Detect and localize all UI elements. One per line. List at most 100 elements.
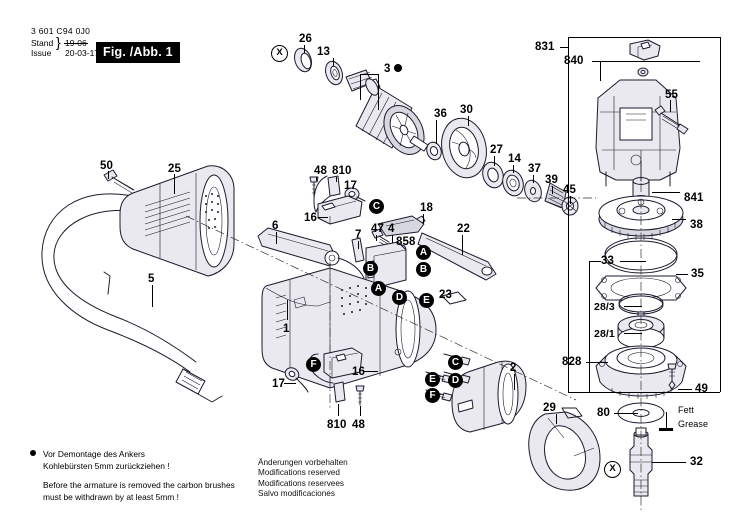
callout-28-1[interactable]: 28/1: [594, 328, 615, 340]
callout-48[interactable]: 48: [352, 419, 365, 431]
marker-c[interactable]: C: [448, 355, 463, 370]
bracket-831-h: [560, 47, 568, 48]
bracket-33-stub: [589, 261, 601, 262]
leader-13: [333, 58, 334, 66]
part-840-head-housing: [595, 79, 681, 187]
grease-bar: [659, 428, 673, 431]
leader-48b: [360, 406, 361, 416]
callout-3[interactable]: 3: [384, 63, 391, 75]
leader-80: [614, 413, 638, 414]
leader-48a: [316, 177, 317, 181]
marker-e[interactable]: E: [419, 293, 434, 308]
callout-810[interactable]: 810: [332, 165, 352, 177]
leader-281: [624, 333, 642, 334]
callout-25[interactable]: 25: [168, 163, 181, 175]
callout-28-3[interactable]: 28/3: [594, 301, 615, 313]
callout-38[interactable]: 38: [690, 219, 703, 231]
callout-858[interactable]: 858: [396, 236, 416, 248]
callout-1[interactable]: 1: [283, 323, 290, 335]
leader-36: [436, 120, 437, 144]
callout-17[interactable]: 17: [272, 378, 285, 390]
marker-f[interactable]: F: [425, 388, 440, 403]
bullet-icon: [30, 450, 36, 456]
leader-39: [552, 186, 553, 194]
marker-a[interactable]: A: [371, 281, 386, 296]
callout-840[interactable]: 840: [564, 55, 584, 67]
callout-4[interactable]: 4: [388, 223, 395, 235]
marker-a[interactable]: A: [416, 245, 431, 260]
callout-39[interactable]: 39: [545, 174, 558, 186]
callout-13[interactable]: 13: [317, 46, 330, 58]
callout-18[interactable]: 18: [420, 202, 433, 214]
marker-e[interactable]: E: [425, 372, 440, 387]
callout-45[interactable]: 45: [563, 184, 576, 196]
leader-29: [556, 414, 557, 424]
callout-29[interactable]: 29: [543, 402, 556, 414]
leader-37: [533, 175, 534, 183]
marker-b[interactable]: B: [416, 262, 431, 277]
leader-7: [358, 241, 359, 249]
callout-35[interactable]: 35: [691, 268, 704, 280]
leader-49: [678, 389, 692, 390]
callout-33[interactable]: 33: [601, 255, 614, 267]
marker-d[interactable]: D: [448, 373, 463, 388]
marker-b[interactable]: B: [363, 261, 378, 276]
callout-47[interactable]: 47: [371, 223, 384, 235]
leader-50: [108, 171, 109, 179]
part-17b-clip: [284, 367, 309, 393]
part-16b-brush-holder: [323, 347, 363, 379]
callout-841[interactable]: 841: [684, 192, 704, 204]
header-row-value: 20-03-17: [65, 48, 100, 58]
part-22-lever-rod: [417, 232, 497, 281]
leader-3h: [360, 74, 378, 75]
callout-30[interactable]: 30: [460, 104, 473, 116]
leader-5: [152, 285, 153, 307]
callout-32[interactable]: 32: [690, 456, 703, 468]
callout-23[interactable]: 23: [439, 289, 452, 301]
callout-14[interactable]: 14: [508, 153, 521, 165]
callout-80[interactable]: 80: [597, 407, 610, 419]
leader-16a: [318, 217, 328, 218]
part-55-screw: [654, 105, 689, 135]
callout-810[interactable]: 810: [327, 419, 347, 431]
callout-2[interactable]: 2: [510, 362, 517, 374]
leader-18: [423, 214, 424, 224]
header-rows: } Stand 19-06 Issue 20-03-17: [31, 35, 100, 58]
note-de-line1: Vor Demontage des Ankers: [43, 449, 145, 459]
callout-49[interactable]: 49: [695, 383, 708, 395]
callout-26[interactable]: 26: [299, 33, 312, 45]
callout-48[interactable]: 48: [314, 165, 327, 177]
callout-36[interactable]: 36: [434, 108, 447, 120]
note-en-line2: must be withdrawn by at least 5mm !: [43, 492, 179, 503]
part-7-plate: [351, 237, 365, 263]
leader-3b: [360, 74, 361, 100]
part-27-washer: [482, 161, 504, 189]
bracket-831-bot: [568, 392, 720, 393]
marker-f[interactable]: F: [306, 357, 321, 372]
callout-27[interactable]: 27: [490, 144, 503, 156]
callout-55[interactable]: 55: [665, 89, 678, 101]
callout-16[interactable]: 16: [352, 366, 365, 378]
marker-c[interactable]: C: [369, 199, 384, 214]
callout-5[interactable]: 5: [148, 273, 155, 285]
leader-45: [570, 196, 571, 204]
callout-37[interactable]: 37: [528, 163, 541, 175]
callout-22[interactable]: 22: [457, 223, 470, 235]
marker-d[interactable]: D: [392, 290, 407, 305]
part-36-washer: [426, 141, 442, 161]
leader-810a: [336, 177, 337, 182]
callout-17[interactable]: 17: [344, 180, 357, 192]
part-16a-brush-holder: [317, 195, 363, 225]
leader-4: [392, 235, 393, 243]
callout-6[interactable]: 6: [272, 220, 279, 232]
callout-828[interactable]: 828: [562, 356, 582, 368]
marker-x[interactable]: X: [604, 461, 621, 478]
grease-label-en: Grease: [678, 419, 709, 429]
leader-2: [514, 374, 515, 390]
callout-16[interactable]: 16: [304, 212, 317, 224]
callout-7[interactable]: 7: [355, 229, 362, 241]
part-4-bracket: [377, 215, 425, 237]
callout-831[interactable]: 831: [535, 41, 555, 53]
callout-50[interactable]: 50: [100, 160, 113, 172]
marker-x[interactable]: X: [271, 45, 288, 62]
